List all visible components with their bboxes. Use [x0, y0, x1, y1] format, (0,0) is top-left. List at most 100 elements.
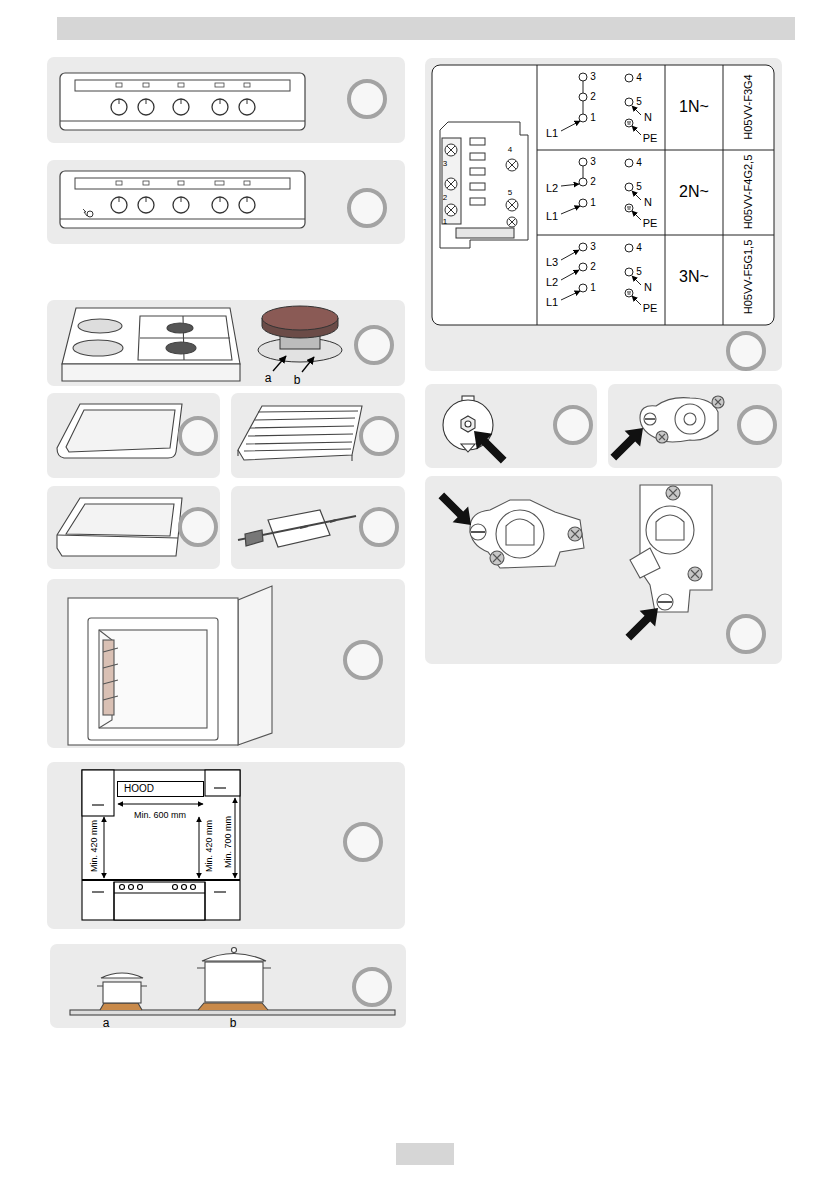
signal-name: L2 — [546, 277, 558, 288]
valve-drawing — [470, 524, 486, 540]
kitchen-drawing — [82, 770, 240, 920]
valve-drawing — [568, 527, 582, 541]
burner-drawing — [302, 357, 314, 372]
kitchen-drawing — [191, 885, 196, 890]
valve-drawing — [715, 399, 721, 405]
terminal-scheme — [579, 243, 587, 251]
kitchen-drawing — [82, 770, 114, 816]
valve-drawing — [684, 413, 696, 425]
kitchen-drawing — [129, 885, 134, 890]
terminal-scheme — [561, 121, 580, 131]
illustration — [180, 509, 216, 545]
kitchen-drawing — [114, 882, 205, 920]
dimension-label: Min. 600 mm — [134, 811, 186, 820]
ignition-icon — [87, 211, 93, 217]
kitchen-drawing — [214, 891, 226, 892]
signal-name: L1 — [546, 297, 558, 308]
terminal-scheme — [625, 244, 633, 252]
valve-drawing — [645, 418, 655, 420]
kitchen-drawing — [182, 885, 187, 890]
figure-panel — [47, 160, 405, 244]
terminal-scheme — [583, 166, 631, 209]
terminal-scheme — [579, 158, 587, 166]
valve-drawing — [493, 554, 501, 562]
terminal-number: 5 — [508, 189, 512, 197]
terminal-scheme — [579, 284, 587, 292]
hob-drawing — [140, 316, 230, 360]
injector-drawing — [465, 421, 471, 427]
figure-panel — [425, 58, 782, 371]
pots-drawing — [197, 967, 271, 968]
terminal-block — [470, 153, 485, 160]
terminal-block — [447, 206, 455, 214]
tray-drawing — [57, 404, 182, 458]
pointer-arrow — [606, 420, 651, 465]
terminal-block — [440, 122, 528, 248]
valve-drawing — [506, 519, 534, 545]
valve-drawing — [630, 485, 712, 612]
figure-panel — [47, 57, 405, 143]
figure-panel — [425, 476, 782, 664]
grill-rack-drawing — [244, 411, 358, 451]
terminal-number: 1 — [590, 113, 596, 123]
wiring-table — [537, 150, 774, 151]
terminal-block — [508, 201, 516, 209]
valve-drawing — [688, 567, 702, 581]
pots-drawing — [202, 954, 266, 962]
ignition-icon — [83, 209, 87, 216]
dimension-label: Min. 700 mm — [224, 816, 233, 868]
grill-rack-drawing — [238, 406, 362, 460]
valve-drawing — [712, 396, 724, 408]
terminal-block — [440, 122, 528, 248]
wiring-table — [665, 65, 666, 325]
kitchen-drawing — [120, 885, 125, 890]
illustration — [728, 616, 764, 652]
terminal-number: 5 — [636, 267, 642, 277]
spit-drawing — [245, 530, 263, 546]
terminal-block — [470, 183, 485, 190]
dimension-arrow — [118, 804, 203, 805]
terminal-number: 4 — [636, 243, 642, 253]
figure-panel — [231, 393, 405, 478]
signal-name: N — [644, 282, 652, 293]
deep-tray-drawing — [57, 498, 182, 556]
terminal-block — [470, 138, 485, 145]
illustration — [356, 327, 392, 363]
terminal-block — [445, 178, 457, 190]
part-letter: a — [265, 372, 272, 384]
figure-panel — [47, 57, 782, 1028]
illustration — [739, 407, 775, 443]
kitchen-drawing — [92, 891, 104, 892]
terminal-scheme — [625, 268, 633, 276]
valve-drawing — [630, 548, 660, 578]
terminal-scheme — [625, 183, 633, 191]
dimension-arrow — [104, 817, 105, 878]
terminal-scheme — [632, 126, 641, 135]
terminal-block — [509, 219, 515, 225]
signal-name: N — [644, 197, 652, 208]
signal-name: L3 — [546, 257, 558, 268]
kitchen-drawing — [204, 882, 205, 920]
phase-label: 3N~ — [679, 269, 709, 285]
hob-drawing — [78, 319, 122, 333]
signal-name: L1 — [546, 211, 558, 222]
kitchen-drawing — [138, 885, 143, 890]
terminal-scheme — [625, 98, 633, 106]
cable-type: H05VV-F4G2,5 — [743, 155, 754, 230]
dimension-label: Min. 420 mm — [90, 820, 99, 872]
dimension-label: Min. 420 mm — [205, 820, 214, 872]
pots-drawing — [205, 962, 263, 1002]
valve-drawing — [658, 601, 672, 603]
terminal-scheme — [561, 184, 579, 186]
terminal-number: 1 — [590, 283, 596, 293]
valve-drawing — [470, 500, 584, 568]
figure-panel — [47, 486, 220, 569]
figure-panel — [231, 486, 405, 569]
kitchen-drawing — [92, 804, 104, 805]
signal-name: L2 — [546, 183, 558, 194]
pots-drawing — [198, 1003, 268, 1010]
box-label: HOOD — [124, 783, 197, 795]
hob-drawing — [138, 316, 232, 360]
